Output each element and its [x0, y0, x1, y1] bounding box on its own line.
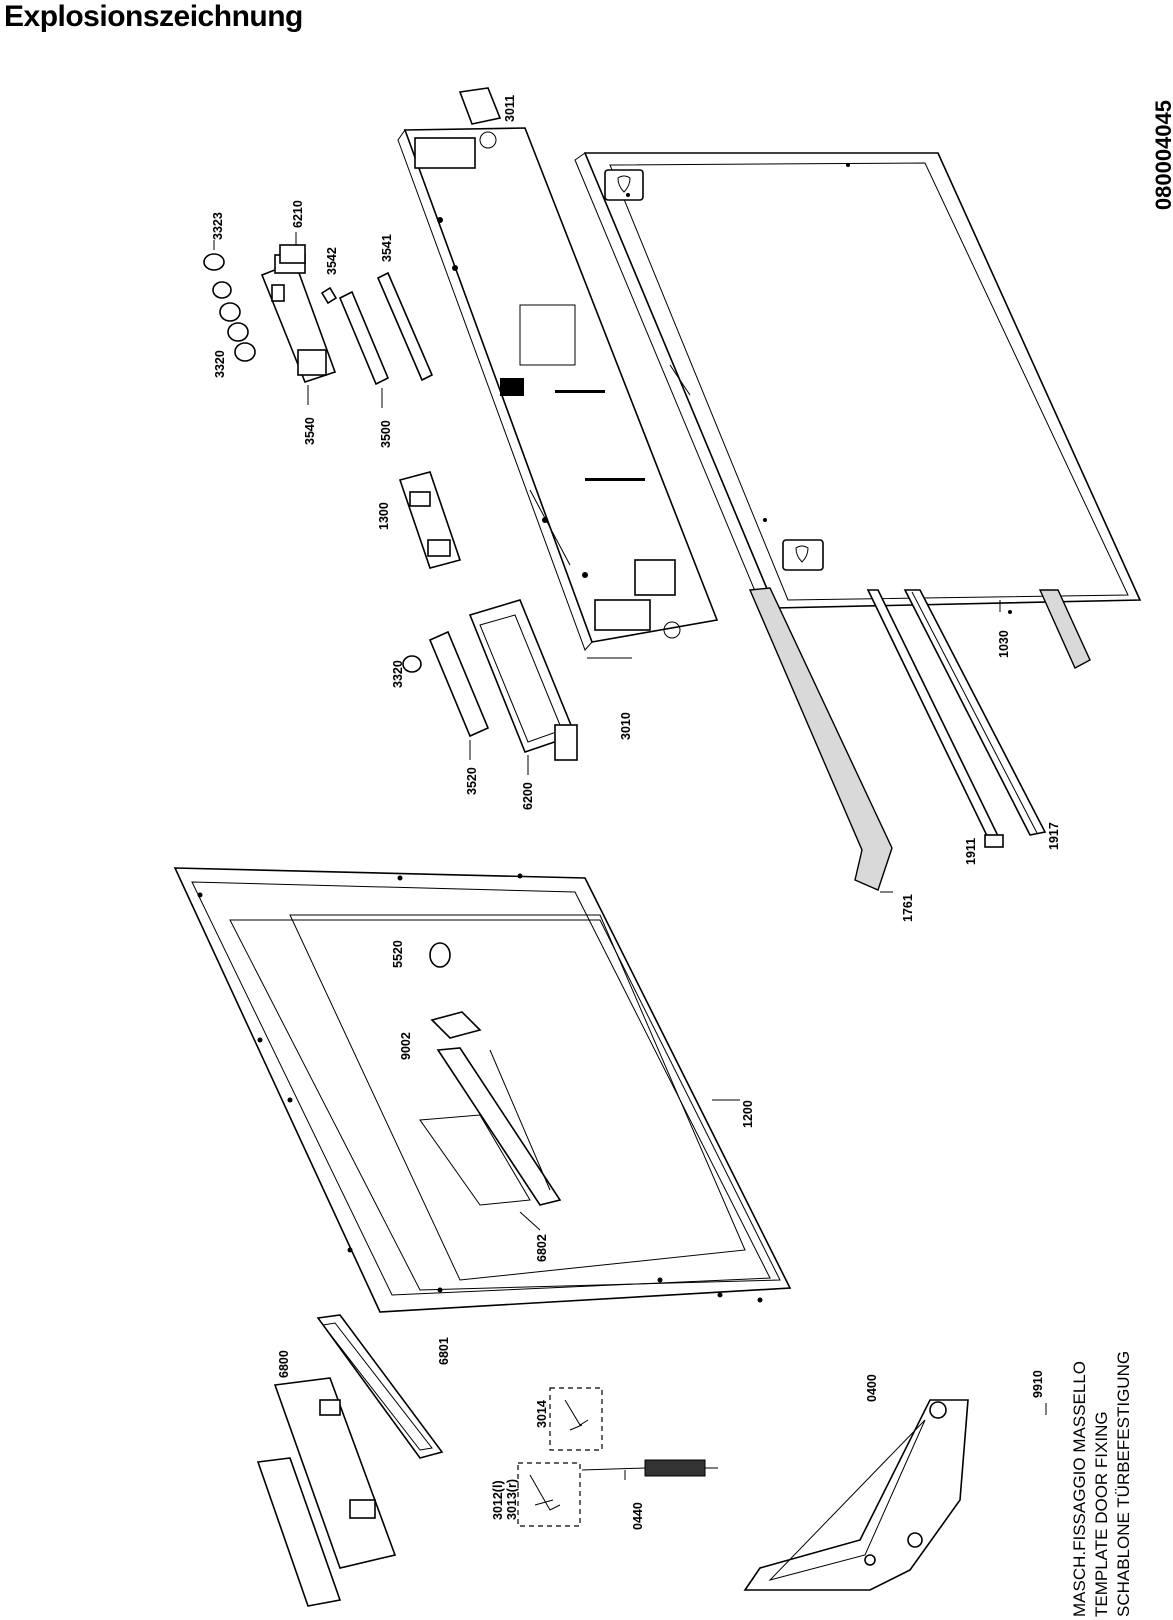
part-9002-bracket: [430, 1011, 482, 1039]
label-1917: 1917: [1047, 822, 1061, 850]
label-5520: 5520: [391, 940, 405, 968]
label-3014: 3014: [535, 1400, 549, 1428]
part-0400-hinge: [743, 1399, 969, 1591]
part-3541: [376, 271, 434, 382]
label-6210: 6210: [291, 200, 305, 228]
label-6801: 6801: [437, 1337, 451, 1365]
template-line-3: SCHABLONE TÜRBEFESTIGUNG: [1114, 1351, 1133, 1617]
document-number: 080004045: [1151, 100, 1173, 210]
label-3320-top: 3320: [213, 350, 227, 378]
label-1300: 1300: [377, 502, 391, 530]
template-line-2: TEMPLATE DOOR FIXING: [1092, 1411, 1111, 1617]
label-1030: 1030: [997, 630, 1011, 658]
template-label-group: 9910 MASCH.FISSAGGIO MASSELLO TEMPLATE D…: [1031, 1351, 1133, 1617]
page-title: Explosionszeichnung: [4, 0, 303, 33]
label-6200: 6200: [521, 782, 535, 810]
label-3320-lower: 3320: [391, 660, 405, 688]
label-0400: 0400: [865, 1374, 879, 1402]
label-3540: 3540: [303, 417, 317, 445]
label-3500: 3500: [379, 420, 393, 448]
template-line-1: MASCH.FISSAGGIO MASSELLO: [1070, 1361, 1089, 1617]
label-3541: 3541: [380, 234, 394, 262]
part-5520: [429, 942, 451, 968]
label-1200: 1200: [741, 1100, 755, 1128]
label-6802: 6802: [535, 1234, 549, 1262]
part-3500-display-board: [338, 290, 390, 386]
part-6801-gasket: [316, 1314, 444, 1459]
knob-3320-lower: [402, 655, 422, 673]
part-1761-insulation: [748, 587, 893, 891]
label-1761: 1761: [901, 894, 915, 922]
label-6800: 6800: [277, 1350, 291, 1378]
part-6800-dispenser: [256, 1377, 397, 1607]
part-3011-bracket: [458, 87, 502, 125]
label-9002: 9002: [399, 1032, 413, 1060]
part-1917-seal: [903, 589, 1047, 836]
label-3011: 3011: [503, 95, 517, 122]
part-6210: [279, 244, 306, 264]
label-0440: 0440: [631, 1502, 645, 1530]
part-3014-box: [549, 1387, 603, 1451]
part-1300-door-lock: [398, 471, 462, 569]
part-1200-inner-door: [173, 867, 792, 1313]
label-3542: 3542: [325, 247, 339, 275]
label-3012: 3012(l): [491, 1480, 505, 1520]
template-code: 9910: [1031, 1370, 1045, 1398]
part-0440-spring: [581, 1459, 718, 1477]
part-1911-rail: [866, 589, 1004, 848]
part-3542: [320, 286, 338, 305]
knob-group: [203, 253, 256, 362]
part-6200-module: [468, 599, 578, 761]
label-3013: 3013(r): [505, 1479, 519, 1520]
label-1911: 1911: [964, 838, 978, 865]
part-1030-strip: [1038, 589, 1091, 669]
label-3520: 3520: [465, 767, 479, 795]
control-panel-frame: [397, 127, 719, 651]
label-3323: 3323: [211, 212, 225, 240]
part-3520: [428, 630, 490, 738]
label-3010: 3010: [619, 712, 633, 740]
part-3012-3013-box: [517, 1462, 581, 1527]
